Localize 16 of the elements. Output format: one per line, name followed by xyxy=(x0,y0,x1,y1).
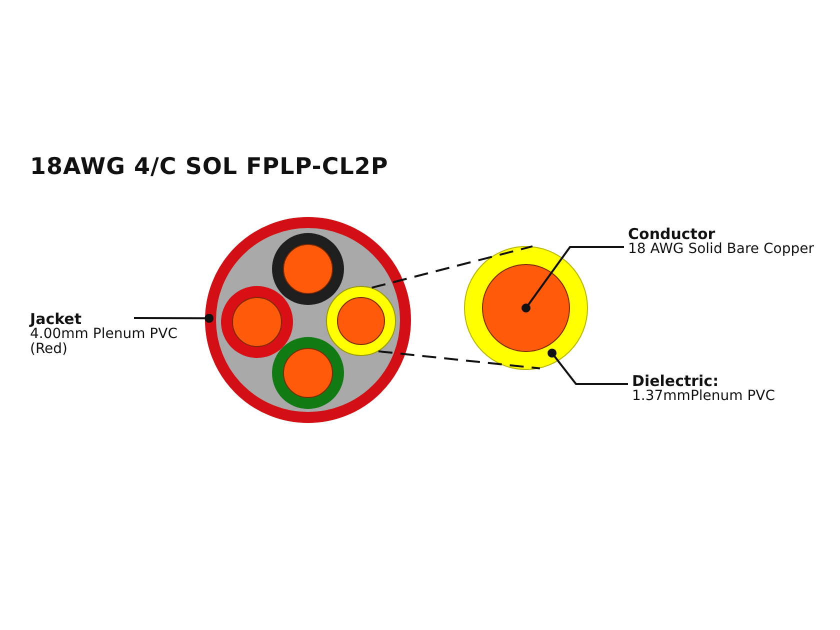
leader-line xyxy=(522,246,624,312)
zoom-line xyxy=(378,350,540,370)
diagram-title: 18AWG 4/C SOL FPLP-CL2P xyxy=(30,154,388,180)
insulated-wire xyxy=(272,337,344,409)
label-text: 4.00mm Plenum PVC (Red) xyxy=(30,327,178,357)
label-text: 1.37mmPlenum PVC xyxy=(632,389,776,404)
label-heading: Jacket xyxy=(30,311,82,327)
label-text: 18 AWG Solid Bare Copper xyxy=(628,242,815,257)
insulated-wire xyxy=(221,286,293,358)
leader-line xyxy=(548,348,628,385)
copper-conductor xyxy=(482,264,570,352)
zoom-line xyxy=(372,245,533,289)
insulated-wire xyxy=(272,233,344,305)
label-heading: Dielectric: xyxy=(632,373,719,389)
insulated-wire xyxy=(326,286,396,356)
label-heading: Conductor xyxy=(628,226,716,242)
